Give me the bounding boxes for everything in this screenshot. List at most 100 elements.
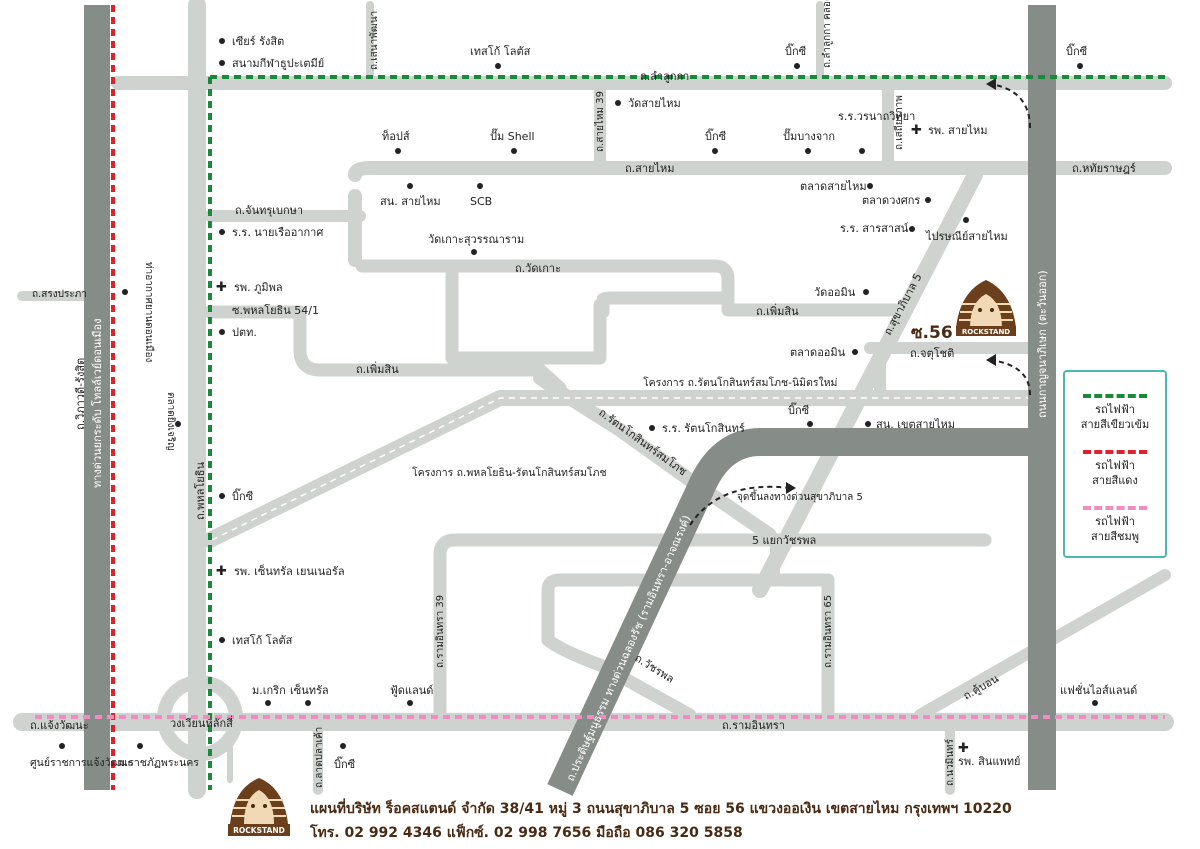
ratthasin-centerline bbox=[211, 397, 1028, 541]
place-label: ร.ร. สารสาสน์ bbox=[840, 222, 909, 235]
legend-red-line1: รถไฟฟ้า bbox=[1095, 459, 1135, 472]
rockstand-logo-icon: ROCKSTAND bbox=[956, 280, 1016, 336]
place-label: สน. เขตสายไหม bbox=[876, 418, 955, 431]
soi-56-label: ซ.56 bbox=[911, 323, 953, 343]
label-sanamhin: ถ.เสนาพัฒนา bbox=[369, 11, 380, 70]
legend: รถไฟฟ้า สายสีเขียวเข้ม รถไฟฟ้า สายสีแดง … bbox=[1063, 370, 1167, 558]
label-vibhavadi: ถ.วิภาวดี-รังสิต bbox=[74, 358, 87, 430]
place-label: SCB bbox=[470, 195, 492, 208]
rail-lines bbox=[35, 5, 1165, 790]
place-label: ท่าอากาศยานดอนเมือง bbox=[143, 262, 155, 363]
rockstand-logo-text: ROCKSTAND bbox=[962, 328, 1010, 336]
legend-red-line2: สายสีแดง bbox=[1092, 474, 1138, 487]
rockstand-footer-logo-icon: ROCKSTAND bbox=[228, 778, 290, 836]
laksi-circle bbox=[157, 675, 243, 761]
place-label: บิ๊กซี bbox=[232, 488, 254, 503]
place-label: เทสโก้ โลตัส bbox=[470, 44, 531, 58]
label-ramintra: ถ.รามอินทรา bbox=[722, 719, 785, 732]
place-label: บิ๊กซี bbox=[785, 43, 807, 58]
legend-green-line1: รถไฟฟ้า bbox=[1095, 403, 1135, 416]
place-label: ฟู้ดแลนด์ bbox=[390, 684, 433, 697]
label-phermsin-east: ถ.เพิ่มสิน bbox=[756, 303, 799, 318]
label-saimai39: ถ.สายไหม 39 bbox=[594, 91, 606, 152]
place-label: ร.ร.วรนาถวิทยา bbox=[838, 110, 915, 123]
place-label: โครงการ ถ.พหลโยธิน-รัตนโกสินทร์สมโภช bbox=[412, 466, 607, 479]
roads-light bbox=[13, 0, 1174, 799]
place-label: วัดสายไหม bbox=[628, 97, 681, 110]
label-saimai: ถ.สายไหม bbox=[625, 162, 675, 175]
label-sathitphat: ถ.เสถียรภาพ bbox=[893, 95, 905, 150]
place-label: รพ. สินแพทย์ bbox=[958, 755, 1020, 768]
label-nawamin: ถ.นวมินทร์ bbox=[944, 738, 956, 786]
place-label: บิ๊กซี bbox=[1066, 43, 1088, 58]
place-label: ปั๊มบางจาก bbox=[783, 128, 835, 143]
place-label: ตลาดวงศกร bbox=[862, 194, 920, 207]
legend-pink-line1: รถไฟฟ้า bbox=[1095, 515, 1135, 528]
place-label: บิ๊กซี bbox=[788, 402, 810, 417]
place-label: ม.เกริก bbox=[252, 684, 286, 697]
label-phahonyothin: ถ.พหลโยธิน bbox=[193, 462, 207, 520]
place-label: ไปรษณีย์สายไหม bbox=[925, 230, 1008, 243]
label-ratthasin: ถ.รัตนโกสินทร์สมโภช bbox=[596, 405, 689, 478]
label-hathairat: ถ.หทัยราษฎร์ bbox=[1072, 162, 1136, 175]
label-expressway: ถ.ประดิษฐ์มนูธรรม ทางด่วนฉลองรัช (รามอิน… bbox=[564, 513, 694, 783]
label-chatuchot: ถ.จตุโชติ bbox=[910, 346, 954, 360]
place-label: ตลาดสายไหม bbox=[800, 180, 867, 193]
hospital-cross: ✚ bbox=[958, 741, 969, 756]
direction-arrows bbox=[689, 83, 1031, 526]
place-label: ปั๊ม Shell bbox=[490, 128, 535, 143]
place-label: ปตท. bbox=[232, 326, 257, 339]
place-label: เซ็นทรัล bbox=[290, 683, 329, 697]
place-label: รพ. สายไหม bbox=[928, 124, 988, 137]
legend-green-line2: สายสีเขียวเข้ม bbox=[1080, 418, 1150, 431]
legend-pink-swatch bbox=[1083, 506, 1147, 510]
place-label: บิ๊กซี bbox=[705, 128, 727, 143]
label-expressway-access: จุดขึ้นลงทางด่วนสุขาภิบาล 5 bbox=[737, 489, 863, 503]
label-circle: วงเวียนหลักสี่ bbox=[170, 715, 233, 730]
rockstand-marker: ซ.56 ROCKSTAND bbox=[911, 280, 1016, 343]
company-address: แผนที่บริษัท ร็อคสแตนด์ จำกัด 38/41 หมู่… bbox=[310, 801, 1012, 817]
place-label: ม.ราชภัฏพระนคร bbox=[118, 757, 199, 769]
legend-green-swatch bbox=[1083, 394, 1147, 398]
label-chanthrubeksa: ถ.จันทรุเบกษา bbox=[235, 204, 303, 217]
roads-dark bbox=[84, 5, 1056, 796]
place-label: เซียร์ รังสิต bbox=[232, 35, 284, 48]
hospital-cross: ✚ bbox=[911, 123, 922, 138]
label-5yaek: 5 แยกวัชรพล bbox=[752, 534, 816, 547]
place-label: รพ. เซ็นทรัล เยนเนอรัล bbox=[234, 564, 345, 578]
label-watkhao: ถ.วัดเกาะ bbox=[515, 262, 561, 275]
label-kanchana: ถนนกาญจนาภิเษก (ตะวันออก) bbox=[1036, 270, 1049, 418]
label-phahon54: ซ.พหลโยธิน 54/1 bbox=[232, 303, 319, 317]
label-lumlukka4: ถ.ลำลูกกา คลอง 4 bbox=[822, 0, 833, 68]
label-laplao: ถ.ลาดปลาเค้า bbox=[313, 727, 325, 788]
place-label: บิ๊กซี bbox=[334, 756, 356, 771]
label-phermsin-west: ถ.เพิ่มสิน bbox=[356, 361, 399, 376]
company-contact: โทร. 02 992 4346 แฟ็กซ์. 02 998 7656 มือ… bbox=[310, 825, 743, 841]
place-label: ร.ร. รัตนโกสินทร์ bbox=[662, 421, 745, 435]
place-label: ร.ร. นายเรืออากาศ bbox=[232, 226, 323, 239]
place-label: วัดออมิน bbox=[814, 286, 856, 299]
label-lamlukka: ถ.ลำลูกกา bbox=[640, 70, 689, 83]
place-label: สนามกีฬาธูปะเตมีย์ bbox=[232, 57, 324, 70]
label-songprapa: ถ.สรงประภา bbox=[32, 289, 87, 300]
rockstand-footer-logo-text: ROCKSTAND bbox=[233, 826, 285, 835]
place-labels: เซียร์ รังสิต สนามกีฬาธูปะเตมีย์ เทสโก้ … bbox=[30, 35, 1137, 771]
place-label: วัดเกาะสุวรรณาราม bbox=[428, 233, 524, 246]
hospital-cross: ✚ bbox=[216, 564, 227, 579]
place-label: ตลาดออมิน bbox=[790, 346, 846, 359]
label-ramintra39: ถ.รามอินทรา 39 bbox=[435, 595, 446, 668]
place-label: เทสโก้ โลตัส bbox=[232, 633, 293, 647]
place-label: สน. สายไหม bbox=[380, 195, 441, 208]
place-label: ตลาดยิ่งเจริญ bbox=[165, 392, 179, 451]
label-saengwattana: ถ.แจ้งวัฒนะ bbox=[30, 719, 89, 732]
arrow-heads bbox=[786, 78, 996, 494]
hospital-cross: ✚ bbox=[216, 280, 227, 295]
legend-pink-line2: สายสีชมพู bbox=[1090, 530, 1140, 543]
label-tollway: ทางด่วนยกระดับ โทลล์เวย์ดอนเมือง bbox=[90, 319, 104, 488]
place-label: ท็อปส์ bbox=[382, 129, 410, 143]
place-label: โครงการ ถ.รัตนโกสินทร์สมโภช-นิมิตรใหม่ bbox=[643, 376, 837, 389]
label-ramintra65: ถ.รามอินทรา 65 bbox=[823, 595, 834, 668]
place-label: รพ. ภูมิพล bbox=[234, 281, 283, 294]
place-label: ศูนย์ราชการแจ้งวัฒนะ bbox=[30, 756, 133, 769]
